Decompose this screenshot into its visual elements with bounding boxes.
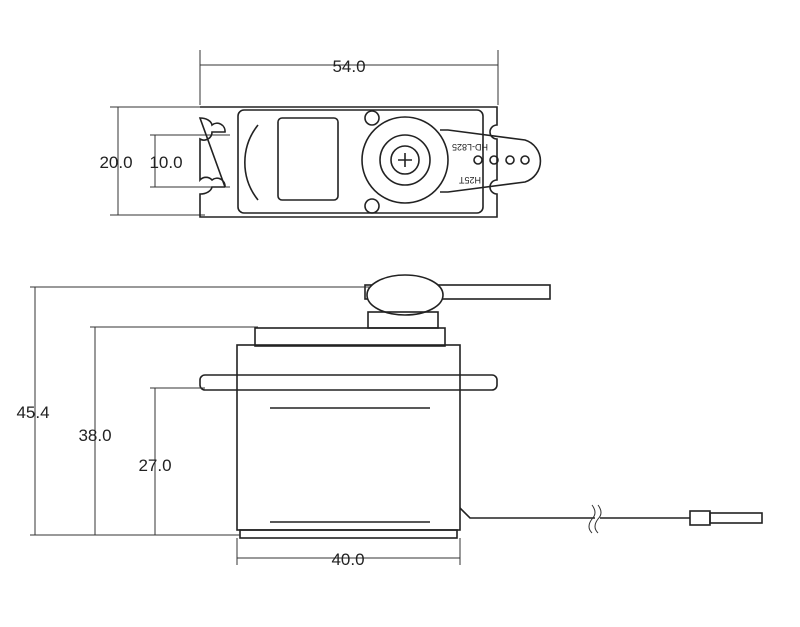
horn-spline-text: H25T (458, 175, 481, 185)
side-view: 45.4 38.0 27.0 40.0 (16, 274, 763, 569)
top-view: 54.0 20.0 10.0 HD-L825 H25T (99, 50, 542, 218)
flange-height-label: 27.0 (138, 456, 171, 475)
body-height-label: 38.0 (78, 426, 111, 445)
slot-label: 10.0 (149, 153, 182, 172)
width-label: 54.0 (332, 57, 365, 76)
height-label: 20.0 (99, 153, 132, 172)
horn-model-text: HD-L825 (452, 142, 488, 152)
total-height-label: 45.4 (16, 403, 49, 422)
body-width-label: 40.0 (331, 550, 364, 569)
